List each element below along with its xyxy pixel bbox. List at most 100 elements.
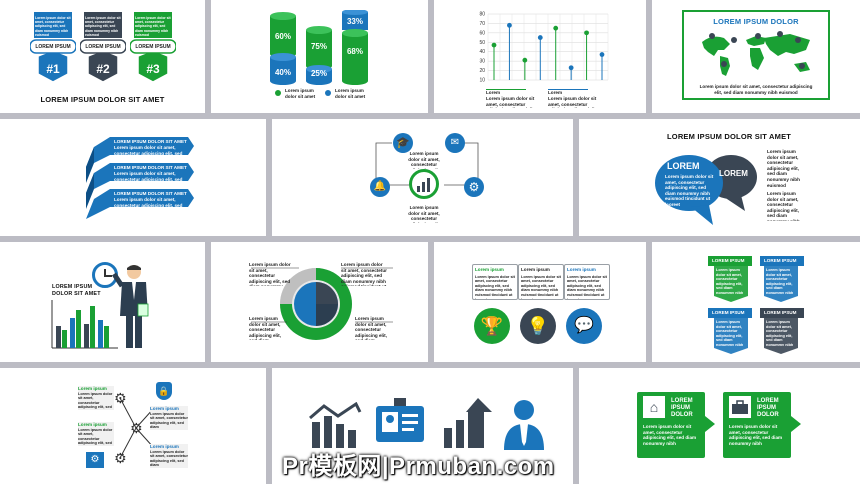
donut-text-4: Lorem ipsum dolor sit amet, consectetur … <box>355 316 387 340</box>
panel-gear-tree[interactable]: ⚙ ⚙ ⚙ 🔒 ⚙ Lorem ipsum Lorem ipsum dolor … <box>0 368 266 484</box>
panel-cylinders[interactable]: 60% 75% 68% 40% 25% 33% Lorem ipsum dolo… <box>211 0 428 113</box>
lollipop-point <box>507 22 512 28</box>
ribbon-3-text: Lorem ipsum dolor sit amet, consectetur … <box>716 320 744 346</box>
card-1-heading: Lorem ipsum <box>475 267 504 272</box>
badge-1-number: #1 <box>46 62 60 76</box>
arrow-stack-shape <box>86 137 194 219</box>
lollipop-point <box>537 35 543 40</box>
col-divider-r4b <box>573 368 579 484</box>
arrow-3-title: LOREM IPSUM DOLOR SIT AMET <box>114 191 187 196</box>
green-box-1-text: Lorem ipsum dolor sit amet, consectetur … <box>643 424 697 446</box>
y-tick-label: 80 <box>479 12 485 18</box>
map-title: LOREM IPSUM DOLOR <box>713 17 799 26</box>
panel-icon-cards[interactable]: Lorem ipsum Lorem ipsum dolor sit amet, … <box>434 242 646 362</box>
hub-cap-icon: 🎓 <box>393 133 413 153</box>
row-divider-3 <box>0 362 860 368</box>
ascending-chart-icon <box>444 398 492 448</box>
badge-1-text: Lorem ipsum dolor sit amet, consectetur … <box>35 16 71 37</box>
panel-stacked-arrows[interactable]: LOREM IPSUM DOLOR SIT AMET Lorem ipsum d… <box>0 119 266 236</box>
panel-man-bars[interactable]: LOREM IPSUM DOLOR SIT AMET <box>0 242 205 362</box>
businessman-figure <box>112 265 149 348</box>
panel-number-badges[interactable]: Lorem ipsum dolor sit amet, consectetur … <box>0 0 205 113</box>
panel-ribbons[interactable]: LOREM IPSUM Lorem ipsum dolor sit amet, … <box>652 242 860 362</box>
lollipop-point <box>584 30 589 36</box>
green-box-2-text: Lorem ipsum dolor sit amet, consectetur … <box>729 424 783 446</box>
lollipop-point <box>491 42 497 48</box>
y-tick-label: 20 <box>479 68 485 74</box>
hub-text-bottom: Lorem ipsum dolor sit amet, consectetur … <box>408 205 440 223</box>
col-divider-r4a <box>266 368 272 484</box>
cyl-value-3: 68% <box>346 47 363 56</box>
y-tick-label: 60 <box>479 30 485 36</box>
hub-gear-icon: ⚙ <box>464 177 484 197</box>
panel-donut[interactable]: Lorem ipsum dolor sit amet, consectetur … <box>211 242 428 362</box>
green-box-2-title-3: DOLOR <box>757 412 779 418</box>
panel-world-map[interactable]: LOREM IPSUM DOLOR Lorem ipsum dolor sit … <box>652 0 860 113</box>
y-tick-label: 70 <box>479 21 485 27</box>
cyl-value-6: 33% <box>346 17 363 26</box>
badge-3-shape <box>130 12 176 83</box>
lollipop-point <box>599 52 605 57</box>
panel-dark-icons[interactable] <box>272 368 573 484</box>
trophy-icon: 🏆 <box>474 308 510 344</box>
donut-text-3: Lorem ipsum dolor sit amet, consectetur … <box>249 316 281 340</box>
tree-card-3-text: Lorem ipsum dolor sit amet, consectetur … <box>150 411 188 430</box>
badge-1-shape <box>30 12 76 83</box>
ribbon-2-title: LOREM IPSUM <box>764 258 797 263</box>
col-divider-r2b <box>573 119 579 236</box>
tree-gear-icon-1: ⚙ <box>114 390 127 406</box>
badges-title: LOREM IPSUM DOLOR SIT AMET <box>40 95 165 104</box>
badge-2-caption: LOREM IPSUM <box>85 44 121 50</box>
card-3-text: Lorem ipsum dolor sit amet, consectetur … <box>567 274 607 299</box>
green-box-1-title-1: LOREM <box>671 398 693 404</box>
arrow-1-title: LOREM IPSUM DOLOR SIT AMET <box>114 139 187 144</box>
row-divider-2 <box>0 236 860 242</box>
legend-green-text: Lorem ipsum dolor sit amet <box>285 88 316 99</box>
tree-card-4: Lorem ipsum Lorem ipsum dolor sit amet, … <box>150 444 188 468</box>
badge-3-text: Lorem ipsum dolor sit amet, consectetur … <box>135 16 171 37</box>
y-tick-label: 30 <box>479 59 485 65</box>
tree-card-2: Lorem ipsum Lorem ipsum dolor sit amet, … <box>78 422 114 446</box>
badge-3-number: #3 <box>146 62 160 76</box>
lollipop-point <box>522 57 528 63</box>
card-3-heading: Lorem ipsum <box>567 267 596 272</box>
donut-leaders <box>251 267 393 323</box>
donut-text-1: Lorem ipsum dolor sit amet, consectetur … <box>249 262 291 286</box>
donut-chart <box>280 268 352 340</box>
badge-2-text: Lorem ipsum dolor sit amet, consectetur … <box>85 16 121 37</box>
lollipop-legend-line-2 <box>548 89 588 90</box>
panel-hub[interactable]: 🎓 ✉ 🔔 ⚙ Lorem ipsum dolor sit amet, cons… <box>272 119 573 236</box>
tree-card-2-text: Lorem ipsum dolor sit amet, consectetur … <box>78 427 113 446</box>
y-tick-label: 40 <box>479 49 485 55</box>
toolbox-icon <box>729 396 751 418</box>
map-frame <box>682 10 830 100</box>
hub-chart-icon <box>409 169 439 199</box>
panel-speech-bubbles[interactable]: LOREM IPSUM DOLOR SIT AMET LOREM Lorem i… <box>579 119 860 236</box>
id-badge-icon <box>376 398 424 442</box>
lightbulb-icon: 💡 <box>520 308 556 344</box>
col-divider-r3a <box>205 242 211 362</box>
green-box-1-title-3: DOLOR <box>671 412 693 418</box>
world-map-shape <box>702 31 810 76</box>
arrow-3-text: Lorem ipsum dolor sit amet, consectetur … <box>114 197 183 207</box>
bar-chart-icon <box>417 178 430 192</box>
tree-card-3: Lorem ipsum Lorem ipsum dolor sit amet, … <box>150 406 188 430</box>
cyl-value-4: 40% <box>274 68 291 77</box>
card-2: Lorem ipsum Lorem ipsum dolor sit amet, … <box>518 264 564 300</box>
legend-green-dot <box>275 90 281 96</box>
hub-text-top: Lorem ipsum dolor sit amet, consectetur … <box>408 151 440 169</box>
card-3: Lorem ipsum Lorem ipsum dolor sit amet, … <box>564 264 610 300</box>
cyl-value-1: 60% <box>274 32 291 41</box>
card-2-heading: Lorem ipsum <box>521 267 550 272</box>
panel-green-boxes[interactable]: ⌂ LOREM IPSUM DOLOR Lorem ipsum dolor si… <box>579 368 860 484</box>
cylinder-chart <box>270 10 368 85</box>
lollipop-legend-text-2: Lorem ipsum dolor sit amet, consectetur … <box>548 96 601 108</box>
legend-blue-dot <box>325 90 331 96</box>
badge-2-shape <box>80 12 126 83</box>
card-1: Lorem ipsum Lorem ipsum dolor sit amet, … <box>472 264 518 300</box>
col-divider-r1c <box>646 0 652 113</box>
lollipop-point <box>553 25 559 31</box>
bubble-small-label: LOREM <box>719 169 748 178</box>
